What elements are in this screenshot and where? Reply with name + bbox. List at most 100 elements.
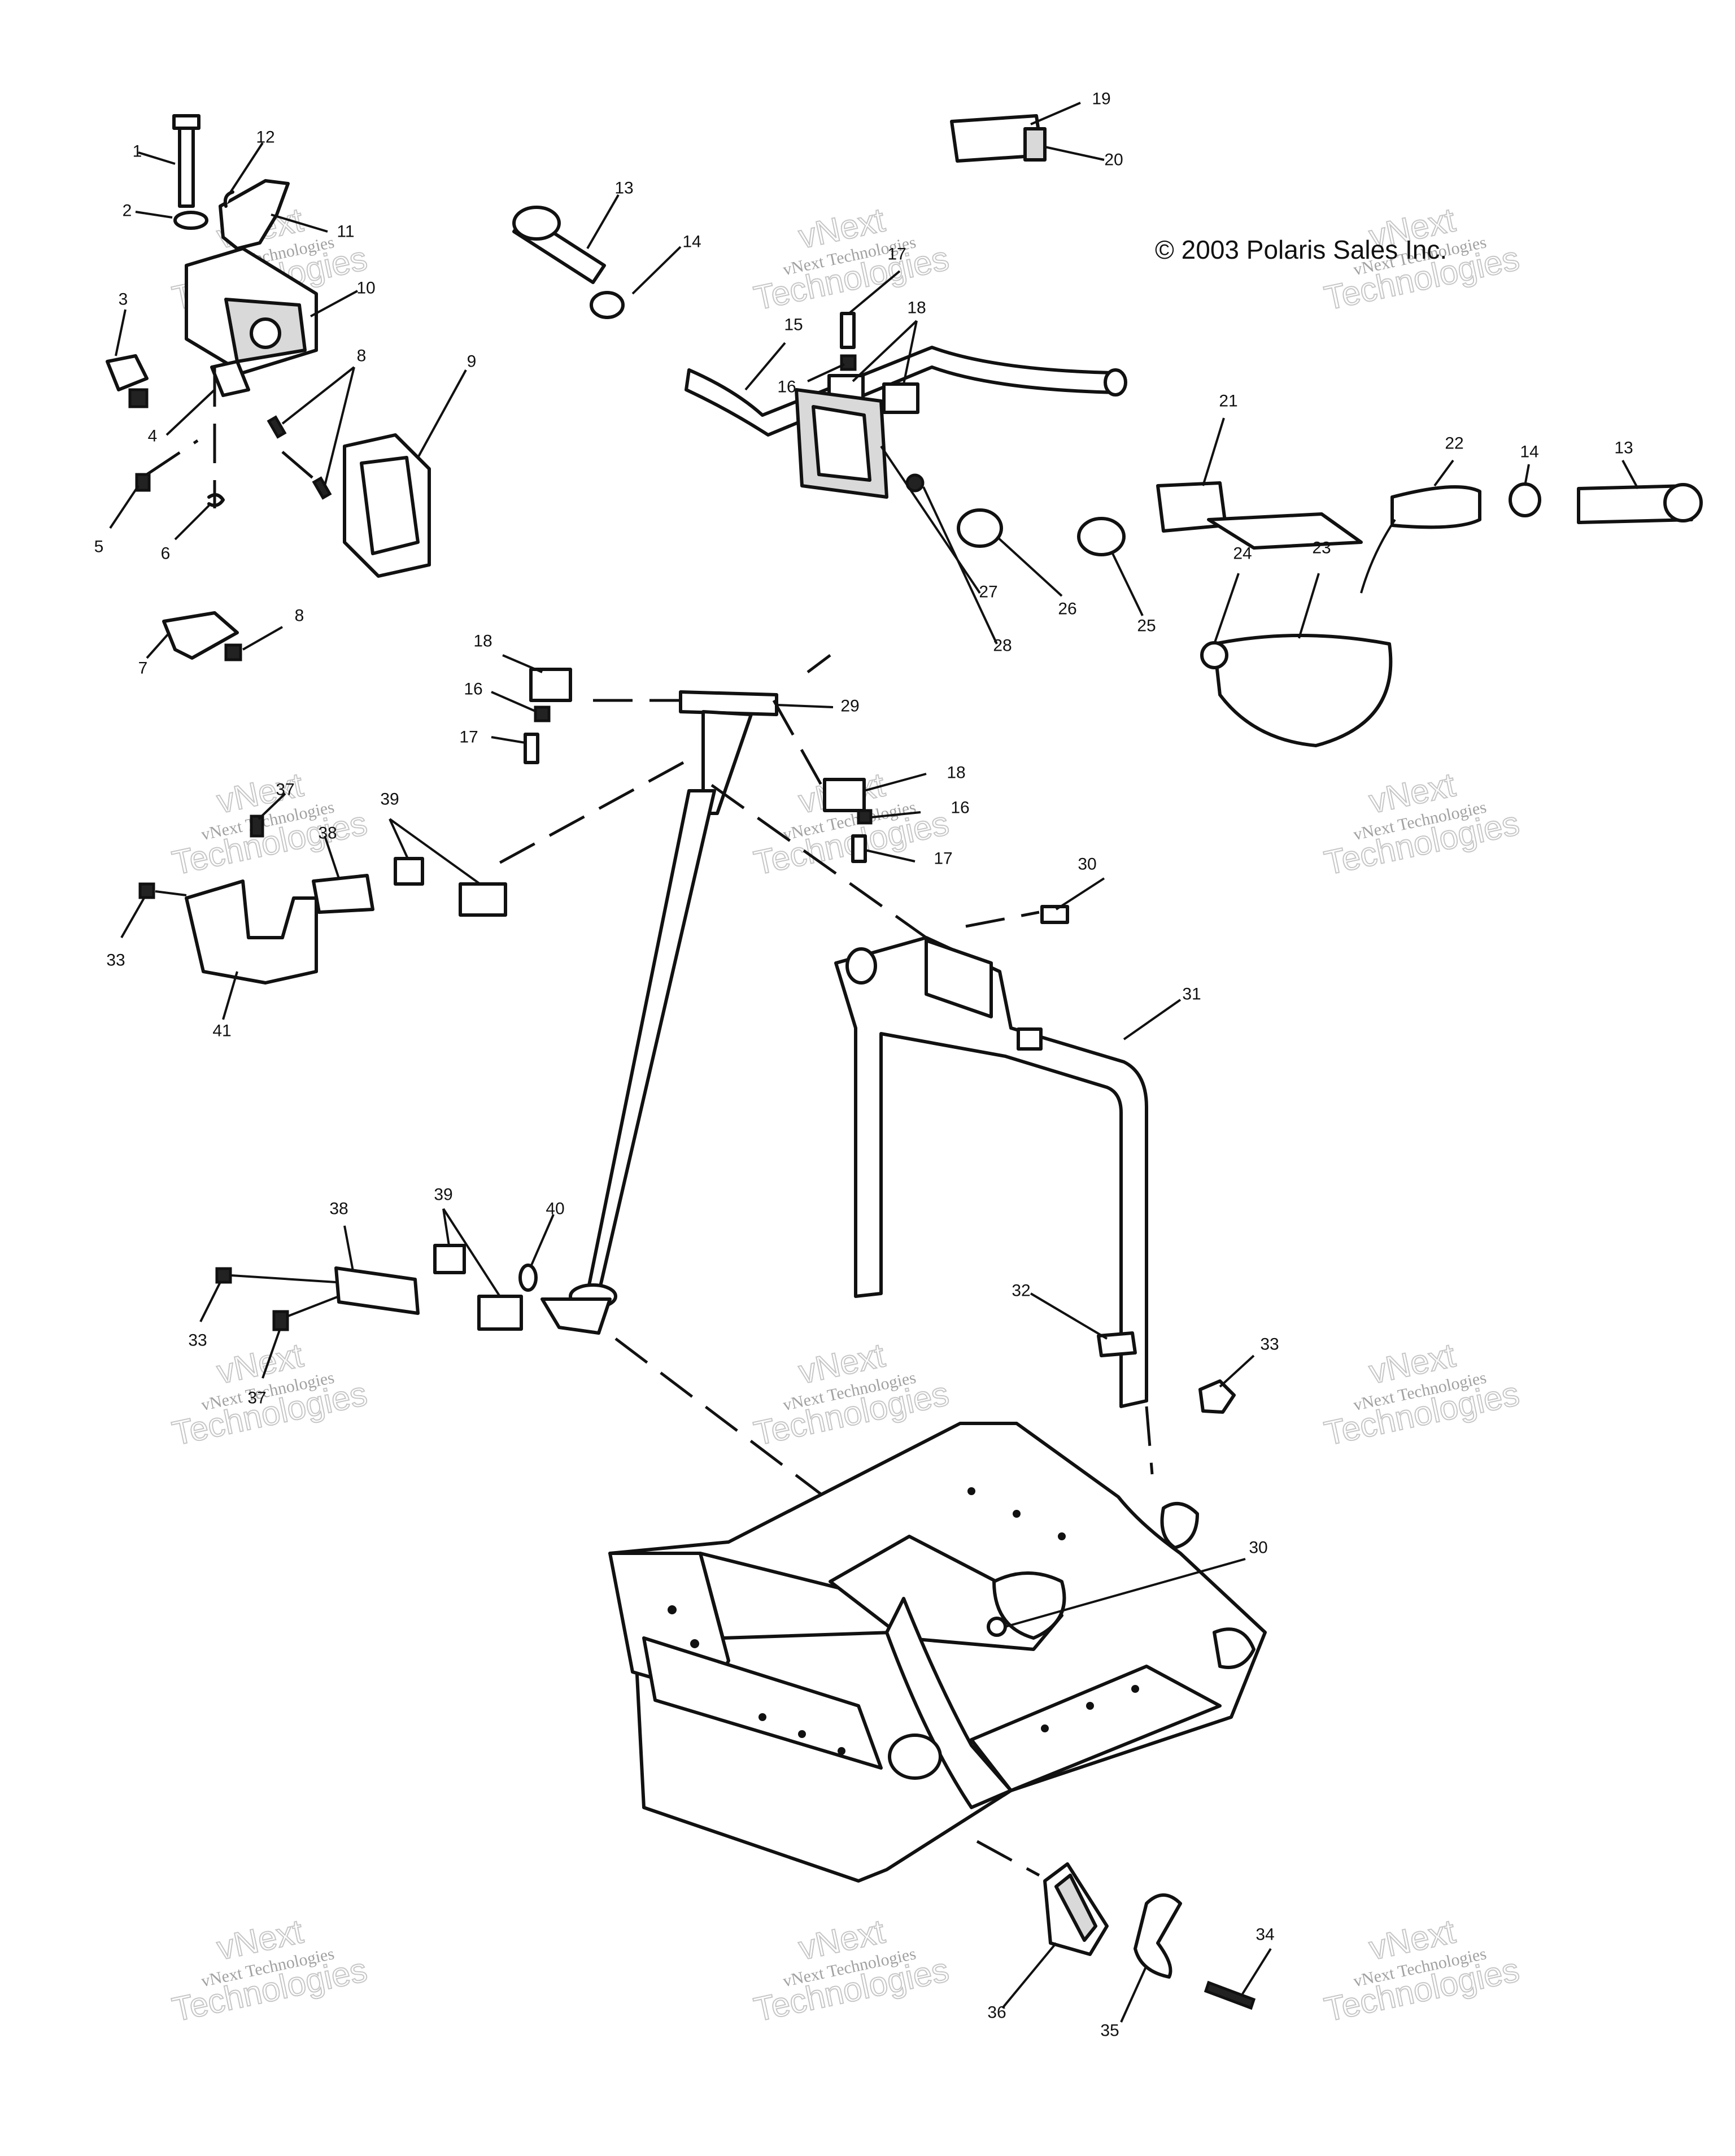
rivet (758, 1713, 766, 1721)
callout-1: 1 (133, 142, 142, 161)
callout-11: 11 (337, 223, 354, 241)
nut-5 (135, 473, 151, 492)
bracket-41 (185, 879, 318, 985)
callout-26: 26 (1058, 600, 1076, 619)
leader-line (530, 1214, 555, 1267)
screw-34 (1204, 1980, 1256, 2010)
callout-8: 8 (295, 607, 304, 625)
steering-hoop-31-plate (925, 939, 993, 1018)
leader-line (442, 1208, 450, 1246)
switch-3-connector (128, 388, 149, 408)
throttle-lever-11 (219, 179, 290, 250)
nut-33-upper (138, 882, 155, 899)
callout-37: 37 (247, 1389, 266, 1408)
bolt-32 (1097, 1331, 1137, 1357)
vent-36-grille (1054, 1874, 1097, 1942)
leader-line (1123, 999, 1182, 1040)
leader-line (996, 535, 1063, 597)
switch-26 (957, 508, 1003, 548)
throttle-housing-assembly (106, 114, 431, 661)
nut-33-right (1198, 1379, 1236, 1414)
leader-line (1241, 1948, 1272, 1995)
leader-line (231, 1274, 337, 1283)
leader-line (1044, 146, 1105, 161)
leader-line (442, 1208, 501, 1297)
leader-line (1219, 1354, 1255, 1388)
leader-line (222, 971, 238, 1020)
leader-line (135, 211, 173, 219)
leader-line (417, 369, 467, 458)
callout-28: 28 (993, 637, 1012, 655)
callout-30: 30 (1078, 855, 1096, 874)
callout-15: 15 (784, 316, 803, 334)
callout-17: 17 (459, 728, 478, 747)
leader-line (864, 773, 927, 792)
grip-13-left-end (512, 206, 561, 241)
dash-line (496, 761, 685, 866)
leader-line (258, 792, 286, 820)
callout-5: 5 (94, 538, 104, 556)
switch-25 (1077, 517, 1126, 556)
leader-line (491, 691, 537, 713)
dash-line (976, 1840, 1040, 1877)
bushing-39-lower-a (433, 1244, 466, 1274)
steering-post-29-shaft (586, 789, 716, 1295)
rivet (1058, 1532, 1066, 1540)
callout-19: 19 (1092, 90, 1110, 108)
chassis-mount-lower (1213, 1627, 1256, 1669)
leader-line (922, 486, 998, 644)
leader-line (174, 504, 210, 541)
leader-line (1120, 1965, 1148, 2023)
leader-line (848, 270, 901, 315)
callout-35: 35 (1100, 2022, 1119, 2040)
watermark: vNext vNext Technologies Technologies (750, 1911, 953, 2029)
heated-grip-22-wire (1360, 519, 1396, 594)
bolt-17-top (840, 312, 856, 349)
screw-37-lower (272, 1310, 289, 1331)
bolt-1-head (172, 114, 200, 130)
dash-line (772, 699, 826, 792)
hand-guard-23 (1213, 634, 1393, 747)
housing-10-hole (250, 317, 281, 349)
steering-hoop-31-tab (1017, 1027, 1043, 1051)
watermark: vNext vNext Technologies Technologies (1320, 765, 1523, 882)
callout-14: 14 (1520, 443, 1538, 461)
block-18-mid-left (529, 668, 572, 702)
watermark: vNext vNext Technologies Technologies (1320, 1911, 1523, 2029)
plate-4 (210, 360, 250, 397)
callout-17: 17 (934, 850, 952, 868)
callout-22: 22 (1445, 434, 1463, 453)
leader-line (865, 849, 916, 863)
leader-line (586, 194, 620, 250)
watermark: vNext vNext Technologies Technologies (168, 765, 371, 882)
block-18-top-b (882, 382, 919, 414)
bolt-30-upper (1040, 905, 1069, 924)
callout-25: 25 (1137, 617, 1156, 635)
watermark: vNext vNext Technologies Technologies (168, 1911, 371, 2029)
bolt-1 (178, 120, 195, 208)
dash-line (155, 890, 187, 896)
bracket-38-lower (334, 1266, 420, 1315)
bolt-17-mid-left (524, 733, 539, 764)
callout-41: 41 (212, 1022, 231, 1040)
leader-line (870, 811, 921, 818)
rivet (1013, 1510, 1021, 1518)
leader-line (852, 320, 918, 382)
callout-3: 3 (119, 290, 128, 309)
chassis-mount-right (1160, 1502, 1199, 1549)
callout-16: 16 (951, 799, 969, 817)
callout-24: 24 (1233, 545, 1252, 563)
leader-line (1030, 102, 1081, 125)
plug-14-right (1509, 482, 1541, 517)
callout-10: 10 (356, 279, 375, 298)
leader-line (324, 835, 340, 879)
leader-line (502, 654, 543, 673)
steering-post-29-arm (540, 1297, 612, 1335)
washer-2 (173, 211, 208, 230)
leader-line (807, 363, 845, 382)
watermark: vNext vNext Technologies Technologies (750, 765, 953, 882)
callout-9: 9 (467, 352, 477, 371)
callout-33: 33 (1260, 1335, 1279, 1354)
callout-13: 13 (614, 179, 633, 198)
